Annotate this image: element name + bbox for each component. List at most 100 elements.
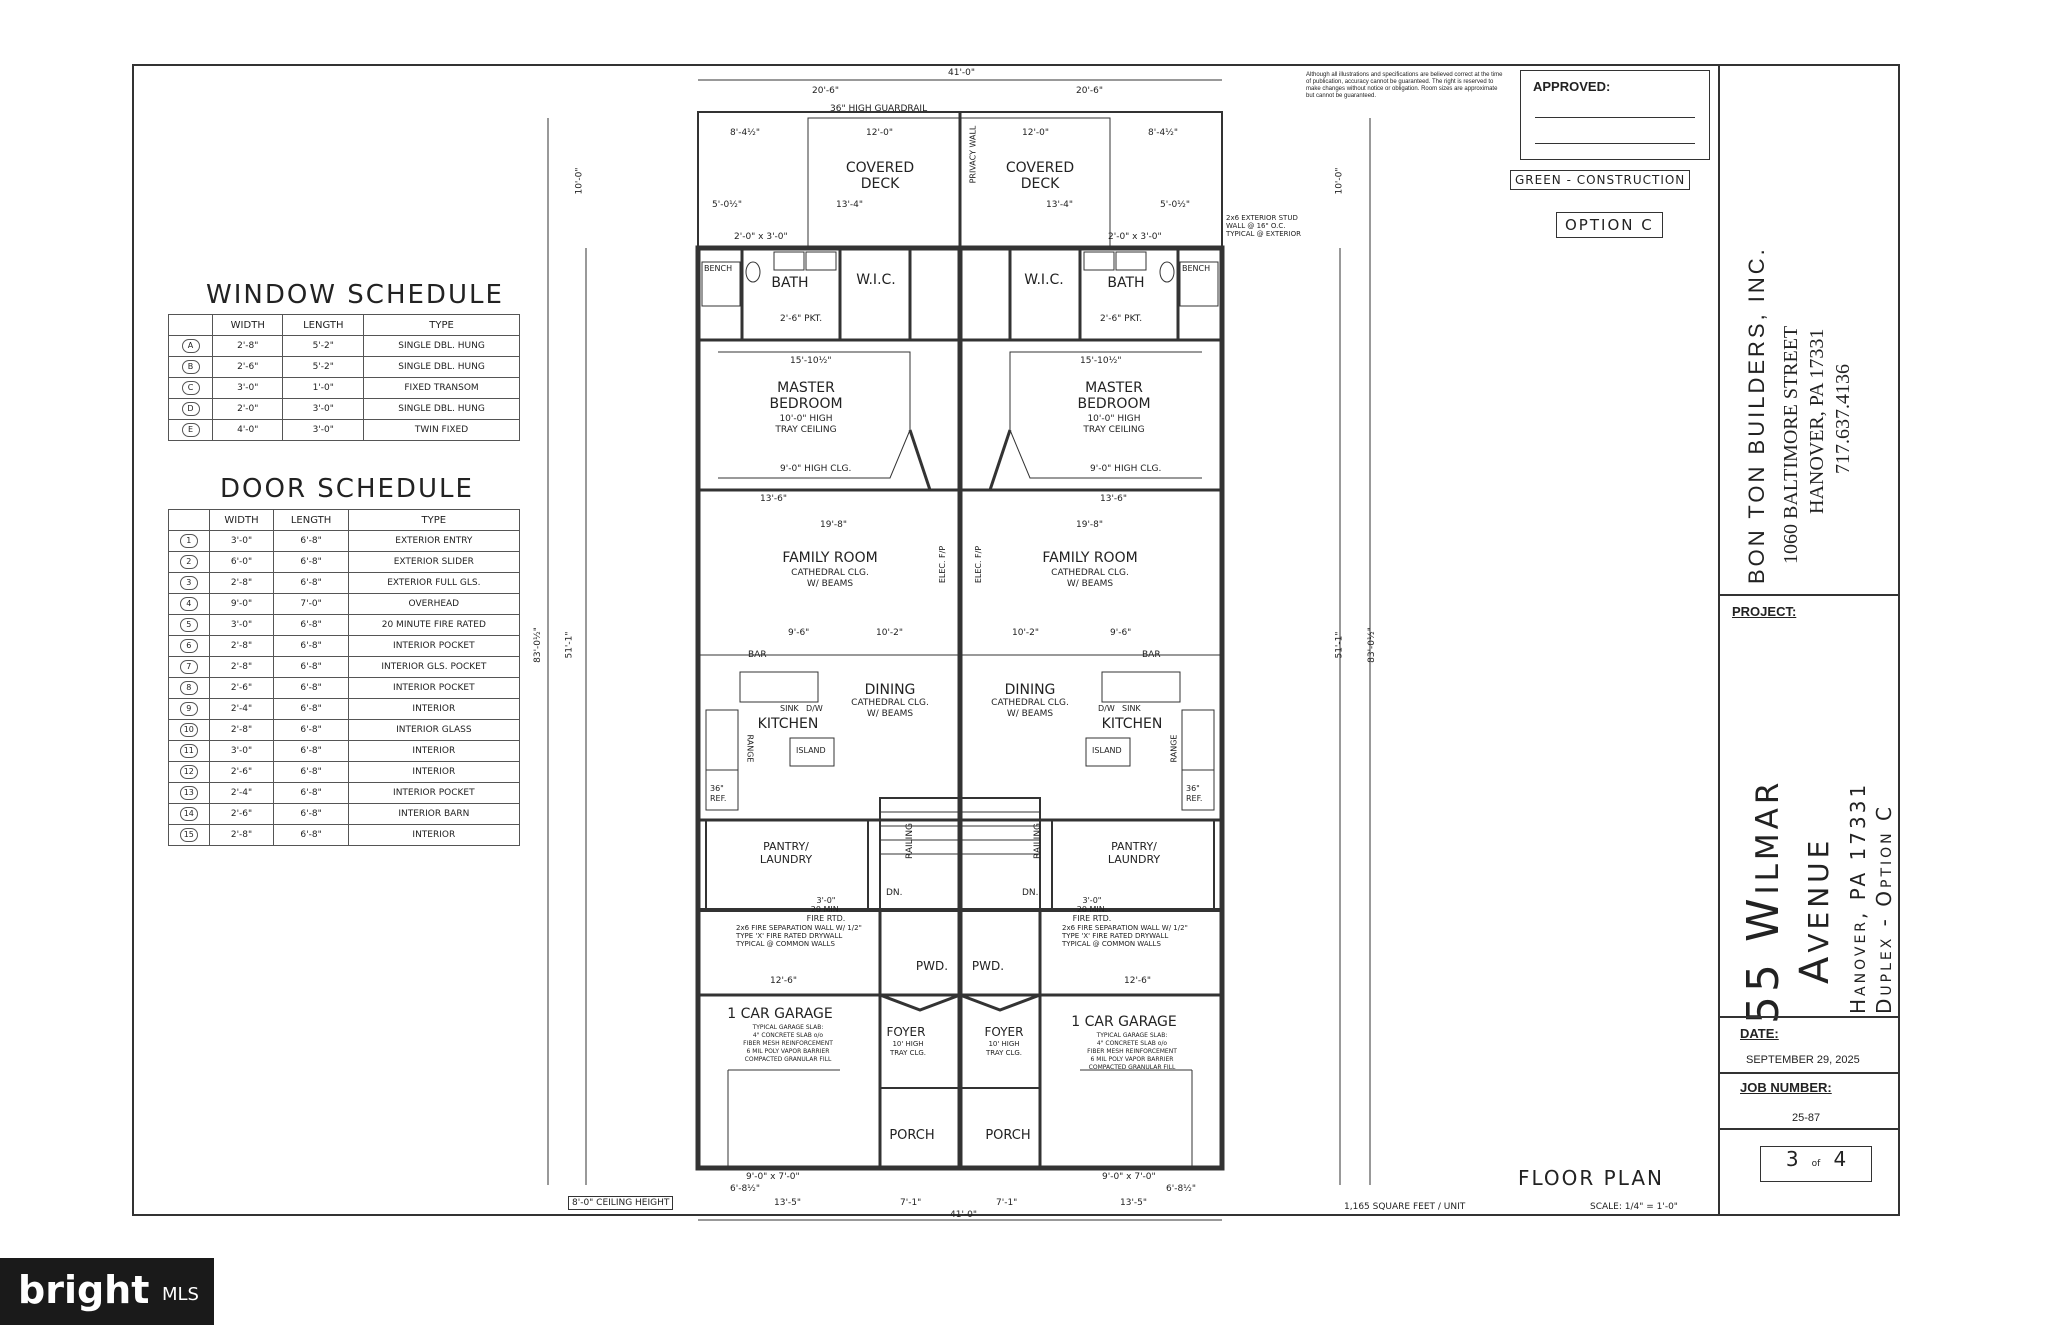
scale-note: SCALE: 1/4" = 1'-0" xyxy=(1590,1202,1678,1212)
master-width-left: 15'-10½" xyxy=(790,356,832,366)
project-line-1: 55 Wilmar xyxy=(1738,778,1789,1024)
title-block: BON TON BUILDERS, INC. 1060 BALTIMORE ST… xyxy=(1718,64,1900,1216)
railing-left: RAILING xyxy=(905,822,916,860)
kitchen-left: KITCHEN xyxy=(757,716,819,732)
dim-9-6-right: 9'-6" xyxy=(1110,628,1132,638)
job-number-label: JOB NUMBER: xyxy=(1740,1080,1832,1095)
master-sub-right: 10'-0" HIGH TRAY CEILING xyxy=(1083,414,1145,435)
garage-sub-left: TYPICAL GARAGE SLAB: 4" CONCRETE SLAB o/… xyxy=(743,1024,833,1063)
dim-offset-right: 5'-0½" xyxy=(1160,200,1191,210)
dim-12-6-right: 12'-6" xyxy=(1124,976,1152,986)
dim-deck-depth-left: 13'-4" xyxy=(836,200,864,210)
dim-19-8-right: 19'-8" xyxy=(1076,520,1104,530)
dn-left: DN. xyxy=(886,888,903,898)
dining-right: DINING xyxy=(1004,682,1056,698)
porch-left: PORCH xyxy=(889,1128,935,1143)
deck-depth-left: 10'-0" xyxy=(574,167,585,195)
project-section-border xyxy=(1720,594,1900,596)
family-sub-right: CATHEDRAL CLG. W/ BEAMS xyxy=(1051,568,1129,589)
elec-fp-right: ELEC. F/P xyxy=(974,545,984,584)
family-room-right: FAMILY ROOM xyxy=(1042,550,1138,566)
porch-right: PORCH xyxy=(985,1128,1031,1143)
elec-fp-left: ELEC. F/P xyxy=(938,545,948,584)
sheet-section-border xyxy=(1720,1128,1900,1130)
half-width-dim-left: 20'-6" xyxy=(812,86,840,96)
dim-13-6-left: 13'-6" xyxy=(760,494,788,504)
dim-offset-left: 5'-0½" xyxy=(712,200,743,210)
deck-depth-right: 10'-0" xyxy=(1334,167,1345,195)
project-line-2: Avenue xyxy=(1792,836,1838,984)
door-schedule-mark: 9 xyxy=(179,702,198,716)
window-schedule-cell: TWIN FIXED xyxy=(363,419,520,441)
foyer-sub-left: 10' HIGH TRAY CLG. xyxy=(889,1040,927,1057)
bath-right: BATH xyxy=(1107,275,1145,291)
dim-10-2-right: 10'-2" xyxy=(1012,628,1040,638)
bench-right: BENCH xyxy=(1182,264,1211,273)
pwd-left: PWD. xyxy=(915,959,949,973)
dim-deck-center-right: 12'-0" xyxy=(1022,128,1050,138)
bar-right: BAR xyxy=(1142,650,1161,660)
project-label: PROJECT: xyxy=(1732,604,1797,619)
option-stamp: OPTION C xyxy=(1556,212,1663,238)
door-schedule-mark-cell: 8 xyxy=(168,677,210,699)
approved-line-1 xyxy=(1535,117,1695,118)
window-schedule-mark: A xyxy=(181,339,200,353)
project-line-3: Hanover, PA 17331 xyxy=(1846,781,1870,1014)
half-width-dim-right: 20'-6" xyxy=(1076,86,1104,96)
sheet-number: 3 xyxy=(1785,1147,1799,1171)
dim-7-1-left: 7'-1" xyxy=(900,1198,922,1208)
door-schedule-mark: 14 xyxy=(179,807,198,821)
family-sub-left: CATHEDRAL CLG. W/ BEAMS xyxy=(791,568,869,589)
island-right: ISLAND xyxy=(1092,746,1122,755)
door-schedule-mark: 10 xyxy=(179,723,198,737)
sheet-number-box: 3 of 4 xyxy=(1760,1146,1872,1182)
ref-left: 36" REF. xyxy=(710,784,727,803)
wic-right: W.I.C. xyxy=(1024,272,1064,288)
door-schedule-mark: 3 xyxy=(179,576,198,590)
door-schedule-mark-cell: 15 xyxy=(168,824,210,846)
garage-left: 1 CAR GARAGE xyxy=(727,1006,833,1022)
dining-sub-right: CATHEDRAL CLG. W/ BEAMS xyxy=(991,698,1069,719)
sheet-total: 4 xyxy=(1833,1147,1847,1171)
dining-sub-left: CATHEDRAL CLG. W/ BEAMS xyxy=(851,698,929,719)
pantry-left: PANTRY/ LAUNDRY xyxy=(759,840,813,866)
covered-deck-left: COVERED DECK xyxy=(845,160,915,192)
sink-right: SINK xyxy=(1122,704,1141,713)
floor-plan-title: FLOOR PLAN xyxy=(1518,1166,1664,1190)
approved-box: APPROVED: xyxy=(1520,70,1710,160)
master-bedroom-right: MASTER BEDROOM xyxy=(1077,380,1151,412)
guardrail-note: 36" HIGH GUARDRAIL xyxy=(830,104,928,114)
overall-width-bottom: 41'-0" xyxy=(950,1210,978,1220)
square-feet-note: 1,165 SQUARE FEET / UNIT xyxy=(1344,1202,1466,1212)
fire-door-left: 3'-0" 20 MIN. FIRE RTD. xyxy=(806,896,846,923)
garage-door-right: 9'-0" x 7'-0" xyxy=(1102,1172,1156,1182)
dim-7-1-right: 7'-1" xyxy=(996,1198,1018,1208)
dim-12-6-left: 12'-6" xyxy=(770,976,798,986)
range-left: RANGE xyxy=(745,734,755,763)
sheet-border xyxy=(132,64,1900,1216)
overall-depth-right: 83'-0½" xyxy=(1366,627,1377,663)
covered-deck-right: COVERED DECK xyxy=(1005,160,1075,192)
range-right: RANGE xyxy=(1169,734,1179,763)
privacy-wall-label: PRIVACY WALL xyxy=(968,125,978,184)
door-schedule-cell: 6'-8" xyxy=(273,530,349,552)
watermark-brand: bright xyxy=(18,1268,150,1312)
dim-10-2-left: 10'-2" xyxy=(876,628,904,638)
watermark-suffix: MLS xyxy=(162,1284,199,1305)
project-line-4: Duplex - Option C xyxy=(1872,804,1896,1014)
sep-wall-note-left: 2x6 FIRE SEPARATION WALL W/ 1/2" TYPE 'X… xyxy=(736,924,862,948)
wic-left: W.I.C. xyxy=(856,272,896,288)
door-schedule-mark: 5 xyxy=(179,618,198,632)
window-d-right: 2'-0" x 3'-0" xyxy=(1108,232,1162,242)
door-schedule-mark: 2 xyxy=(179,555,198,569)
dim-deck-center-left: 12'-0" xyxy=(866,128,894,138)
